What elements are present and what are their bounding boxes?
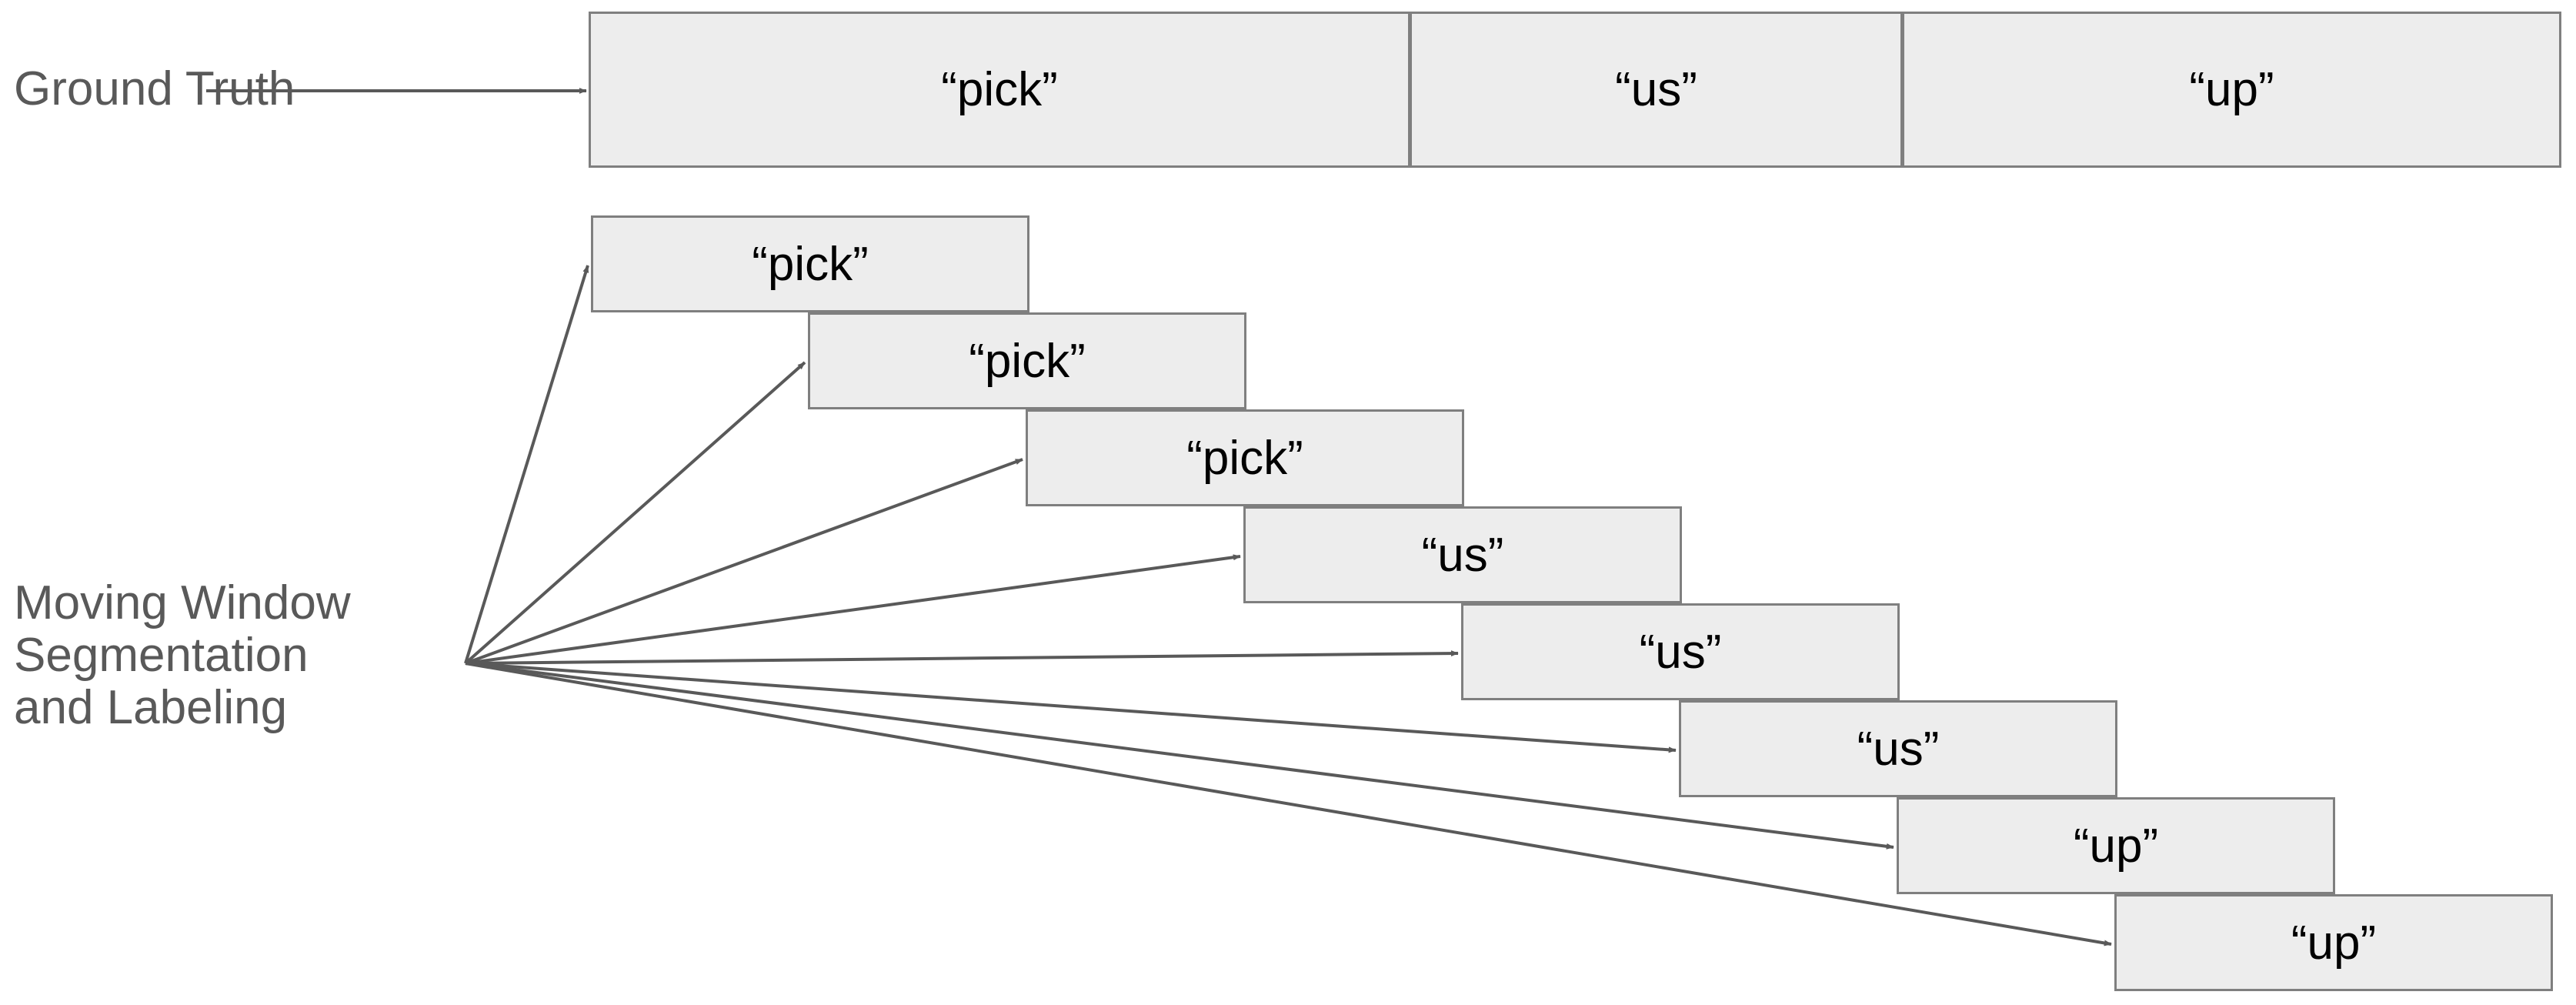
moving-window-box-text: “us” <box>1639 625 1722 679</box>
moving-window-box-text: “pick” <box>752 237 869 291</box>
moving-window-arrow <box>465 458 1023 665</box>
moving-window-box: “us” <box>1243 506 1682 603</box>
moving-window-arrow <box>465 554 1241 665</box>
moving-window-box-text: “up” <box>2291 916 2377 970</box>
moving-window-box-text: “up” <box>2073 819 2159 873</box>
moving-window-box: “pick” <box>808 312 1246 409</box>
moving-window-box: “up” <box>1897 797 2335 894</box>
moving-window-box: “us” <box>1679 700 2117 797</box>
moving-window-box: “pick” <box>591 215 1029 312</box>
moving-window-box-text: “us” <box>1421 528 1504 582</box>
moving-window-box-text: “us” <box>1857 722 1940 776</box>
moving-window-box-text: “pick” <box>1186 431 1303 485</box>
moving-window-box: “us” <box>1461 603 1900 700</box>
ground-truth-segment: “up” <box>1902 12 2561 168</box>
ground-truth-segment: “us” <box>1410 12 1903 168</box>
ground-truth-segment-text: “up” <box>2189 63 2274 116</box>
ground-truth-segment: “pick” <box>589 12 1410 168</box>
moving-window-box-text: “pick” <box>969 334 1086 388</box>
moving-window-arrow <box>464 265 589 664</box>
moving-window-label: Moving Window Segmentation and Labeling <box>14 576 351 734</box>
moving-window-box: “pick” <box>1026 409 1464 506</box>
ground-truth-segment-text: “pick” <box>941 63 1058 116</box>
ground-truth-segment-text: “us” <box>1615 63 1697 116</box>
ground-truth-label: Ground Truth <box>14 62 295 115</box>
moving-window-arrow <box>465 650 1459 665</box>
moving-window-arrow <box>464 361 806 665</box>
moving-window-box: “up” <box>2114 894 2553 991</box>
